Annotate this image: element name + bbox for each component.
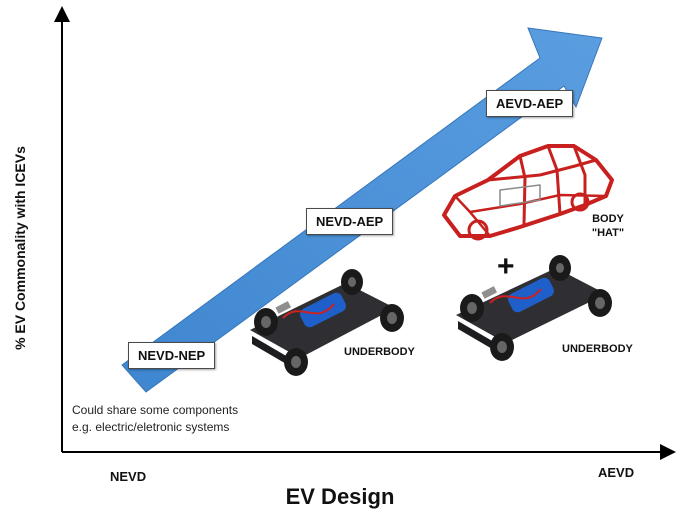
caption-hat: "HAT" [591, 227, 625, 239]
note-line-1: Could share some components [72, 403, 239, 417]
x-axis-title: EV Design [285, 484, 395, 509]
note-text: Could share some components e.g. electri… [72, 402, 238, 436]
note-line-2: e.g. electric/eletronic systems [72, 420, 230, 434]
underbody-left [250, 269, 404, 376]
x-axis-start-label: NEVD [110, 469, 147, 484]
y-axis-title: % EV Commonality with ICEVs [12, 146, 28, 350]
x-axis-end-label: AEVD [598, 465, 635, 480]
plus-sign: + [497, 250, 515, 283]
caption-body-hat: BODY "HAT" [586, 212, 630, 240]
stage-label-nevd-nep: NEVD-NEP [128, 342, 216, 369]
underbody-right [456, 255, 612, 361]
caption-body: BODY [592, 213, 624, 225]
body-hat-frame [442, 144, 614, 241]
caption-underbody-right: UNDERBODY [562, 343, 633, 355]
stage-label-nevd-aep: NEVD-AEP [306, 208, 394, 235]
stage-label-aevd-aep: AEVD-AEP [486, 90, 574, 117]
caption-underbody-left: UNDERBODY [344, 346, 415, 358]
